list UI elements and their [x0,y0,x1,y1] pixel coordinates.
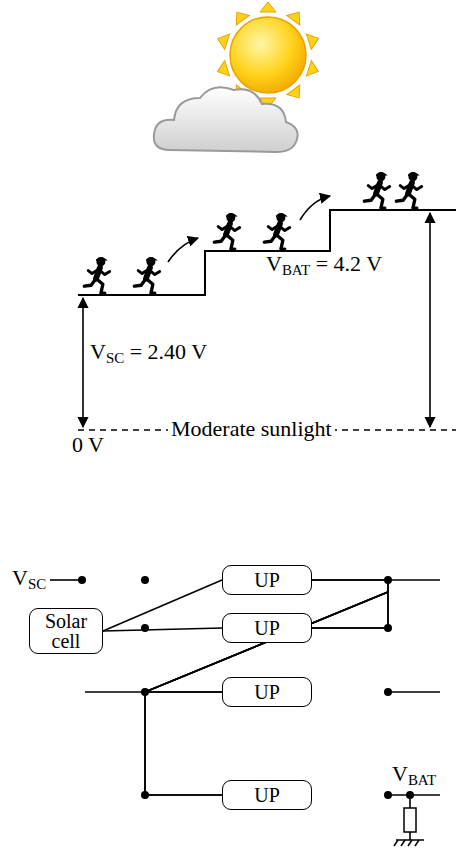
circuit-wire [145,592,388,795]
voltage-label: VSC = 2.40 V [90,340,207,366]
converter-box: UP [222,780,312,810]
solar-cell-box: Solar cell [29,608,103,654]
dimension-arrow [429,213,431,427]
staircase [78,210,456,295]
circuit-wire [103,628,222,631]
junction-dot [78,576,414,799]
converter-box: UP [222,565,312,595]
voltage-label: 0 V [72,433,104,457]
dimension-arrow [82,298,84,427]
node-text: UP [254,618,280,638]
voltage-label: Moderate sunlight [168,417,335,441]
voltage-label: VBAT [392,762,436,788]
node-text: UP [254,682,280,702]
circuit-wire [145,580,388,795]
converter-box: UP [222,677,312,707]
node-text: UP [254,785,280,805]
step-arrow [168,238,198,262]
node-text: Solar cell [30,611,102,651]
voltage-label: VBAT = 4.2 V [266,252,382,278]
step-arrow [300,196,330,220]
cloud-icon [154,87,298,152]
converter-box: UP [222,613,312,643]
circuit-wire [103,580,222,631]
circuit-wire [145,580,388,692]
resistor-symbol [404,808,416,832]
circuit-wire [50,580,440,840]
voltage-label: VSC [12,566,46,592]
node-text: UP [254,570,280,590]
ground-symbol [394,840,424,846]
runner-figures [84,172,421,293]
